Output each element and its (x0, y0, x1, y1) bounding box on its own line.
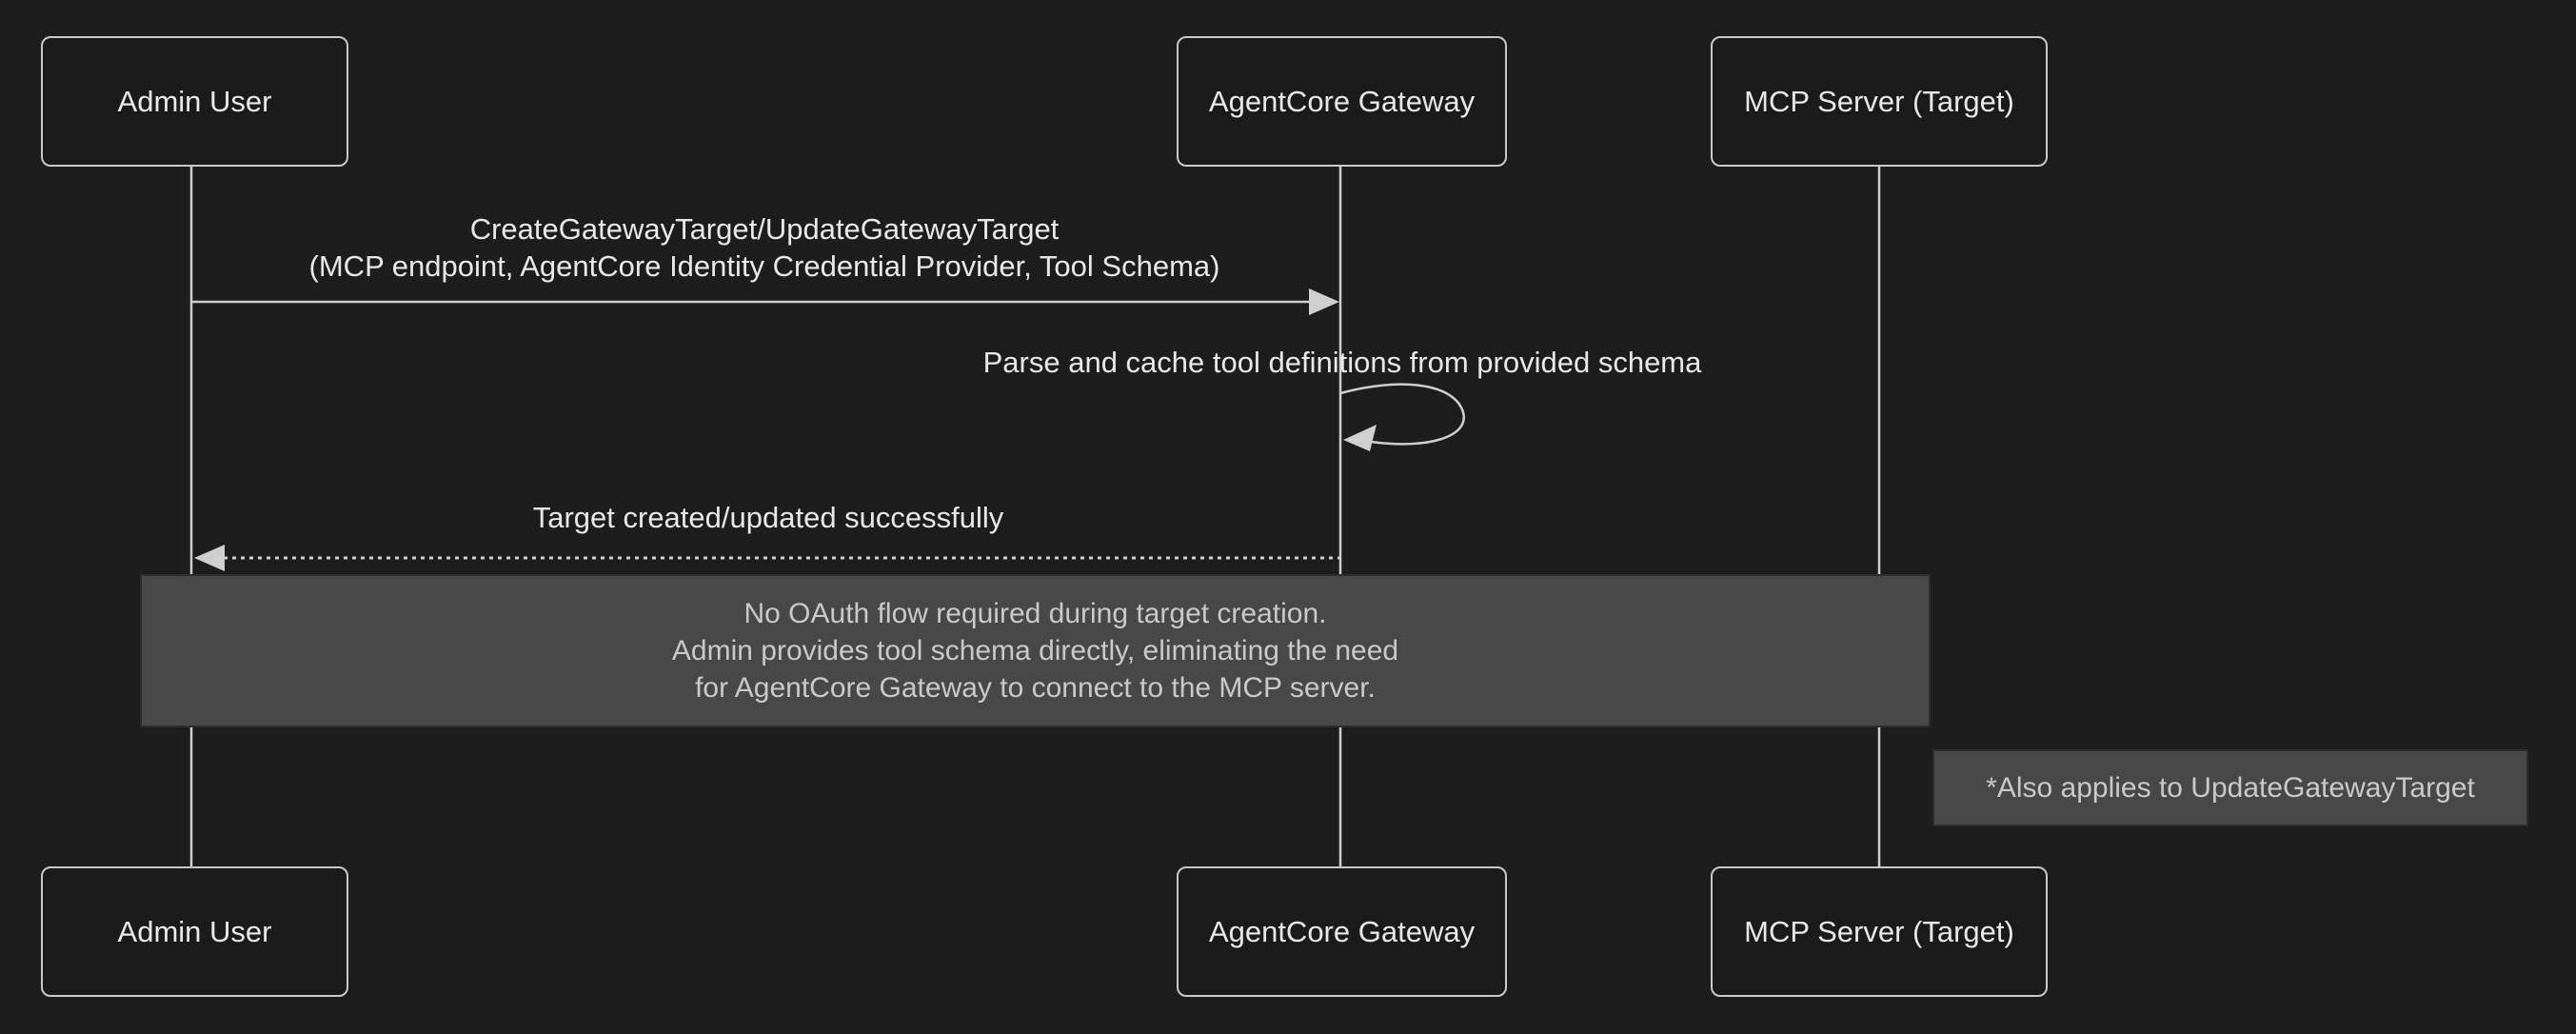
self-loop-line (1339, 383, 1465, 446)
actor-label: AgentCore Gateway (1208, 914, 1476, 948)
actor-top-mcp-server: MCP Server (Target) (1711, 36, 2048, 167)
message-line-1: Target created/updated successfully (532, 501, 1004, 534)
note-no-oauth-flow: No OAuth flow required during target cre… (140, 574, 1931, 727)
arrowhead-left-icon (194, 545, 225, 571)
actor-label: AgentCore Gateway (1208, 84, 1476, 118)
message-line-1: Parse and cache tool definitions from pr… (982, 346, 1702, 379)
actor-bottom-agentcore-gateway: AgentCore Gateway (1177, 866, 1507, 997)
message-label-parse-and-cache: Parse and cache tool definitions from pr… (983, 344, 1702, 381)
note-line-1: No OAuth flow required during target cre… (743, 598, 1327, 629)
message-line-2: (MCP endpoint, AgentCore Identity Creden… (308, 249, 1220, 283)
arrowhead-left-icon (1343, 425, 1377, 451)
message-label-create-gateway-target: CreateGatewayTarget/UpdateGatewayTarget … (309, 210, 1220, 285)
actor-label: MCP Server (Target) (1744, 914, 2014, 948)
actor-bottom-admin-user: Admin User (41, 866, 348, 997)
actor-label: MCP Server (Target) (1744, 84, 2014, 118)
message-label-target-created: Target created/updated successfully (533, 499, 1004, 536)
actor-label: Admin User (117, 914, 272, 948)
note-also-applies: *Also applies to UpdateGatewayTarget (1932, 749, 2528, 826)
note-line-3: for AgentCore Gateway to connect to the … (695, 672, 1376, 704)
message-line-1: CreateGatewayTarget/UpdateGatewayTarget (469, 212, 1060, 246)
actor-top-agentcore-gateway: AgentCore Gateway (1177, 36, 1507, 167)
actor-label: Admin User (117, 84, 272, 118)
note-line-1: *Also applies to UpdateGatewayTarget (1986, 772, 2475, 804)
note-line-2: Admin provides tool schema directly, eli… (671, 635, 1399, 666)
actor-bottom-mcp-server: MCP Server (Target) (1711, 866, 2048, 997)
arrowhead-right-icon (1309, 288, 1339, 315)
actor-top-admin-user: Admin User (41, 36, 348, 167)
